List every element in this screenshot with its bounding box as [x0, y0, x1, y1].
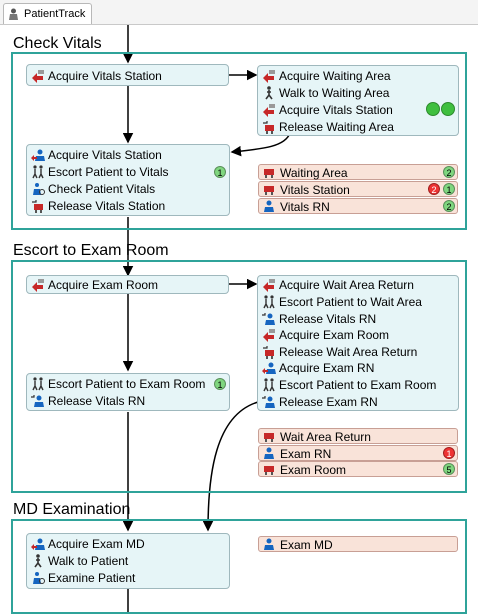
count-badge: 5	[443, 463, 455, 475]
section-title-md: MD Examination	[13, 501, 131, 518]
activity-item[interactable]: Release Vitals Station	[30, 198, 226, 214]
activity-item[interactable]: Acquire Exam RN	[261, 360, 455, 376]
escort-icon	[32, 165, 44, 179]
resource-exam-room[interactable]: Exam Room 5	[258, 461, 458, 477]
tab-label: PatientTrack	[24, 8, 86, 20]
count-badge: 1	[214, 166, 226, 178]
section-check-vitals[interactable]	[11, 52, 467, 230]
activity-item[interactable]: Walk to Patient	[30, 553, 226, 569]
token-dot	[426, 102, 440, 116]
section-title-escort: Escort to Exam Room	[13, 242, 169, 259]
activity-item[interactable]: Release Wait Area Return	[261, 344, 455, 360]
release-staff-icon	[31, 395, 44, 407]
process-icon	[33, 572, 45, 584]
acquire-resource-icon	[263, 329, 275, 342]
acquire-staff-icon	[31, 149, 45, 161]
process-icon	[33, 183, 45, 195]
location-icon	[264, 186, 274, 195]
resource-vitals-station[interactable]: Vitals Station 2 1	[258, 181, 458, 197]
acquire-resource-icon	[32, 279, 44, 292]
resource-vitals-rn[interactable]: Vitals RN 2	[258, 198, 458, 214]
escort-icon	[32, 377, 44, 391]
activity-group-cv1[interactable]: Acquire Vitals Station	[26, 64, 229, 86]
section-md[interactable]	[11, 519, 467, 614]
activity-item[interactable]: Release Vitals RN	[30, 393, 226, 409]
activity-item[interactable]: Acquire Exam MD	[30, 536, 226, 552]
walk-icon	[265, 86, 273, 100]
process-flow-canvas[interactable]: Check Vitals Acquire Vitals Station Acqu…	[0, 25, 478, 614]
staff-icon	[264, 447, 274, 459]
count-badge: 2	[443, 166, 455, 178]
activity-item[interactable]: Escort Patient to Exam Room	[30, 376, 226, 392]
location-icon	[264, 433, 274, 442]
activity-item[interactable]: Release Vitals RN	[261, 311, 455, 327]
activity-item[interactable]: Release Exam RN	[261, 394, 455, 410]
connectors-layer	[122, 25, 291, 614]
activity-item[interactable]: Examine Patient	[30, 570, 226, 586]
acquire-resource-icon	[32, 70, 44, 83]
release-resource-icon	[263, 346, 274, 359]
activity-item[interactable]: Acquire Vitals Station	[261, 102, 455, 118]
staff-icon	[264, 200, 274, 212]
activity-item[interactable]: Release Waiting Area	[261, 119, 455, 135]
activity-item[interactable]: Acquire Vitals Station	[30, 68, 225, 84]
staff-icon	[264, 538, 274, 550]
release-resource-icon	[263, 121, 274, 134]
activity-item[interactable]: Acquire Waiting Area	[261, 68, 455, 84]
acquire-resource-icon	[263, 70, 275, 83]
location-icon	[264, 169, 274, 178]
activity-item[interactable]: Walk to Waiting Area	[261, 85, 455, 101]
count-badge: 2	[428, 183, 440, 195]
acquire-resource-icon	[263, 104, 275, 117]
activity-item[interactable]: Check Patient Vitals	[30, 181, 226, 197]
acquire-staff-icon	[262, 362, 276, 374]
activity-group-md1[interactable]: Acquire Exam MD Walk to Patient Examine …	[26, 533, 230, 589]
activity-group-es3[interactable]: Escort Patient to Exam Room 1 Release Vi…	[26, 373, 230, 411]
token-dot	[441, 102, 455, 116]
tab-bar: PatientTrack	[0, 0, 478, 25]
section-escort[interactable]	[11, 260, 467, 493]
escort-icon	[263, 295, 275, 309]
resource-waiting-area[interactable]: Waiting Area 2	[258, 164, 458, 180]
count-badge: 2	[443, 200, 455, 212]
tab-patienttrack[interactable]: PatientTrack	[3, 3, 92, 24]
escort-icon	[263, 378, 275, 392]
activity-item[interactable]: Acquire Exam Room	[261, 327, 455, 343]
resource-exam-rn[interactable]: Exam RN 1	[258, 445, 458, 461]
count-badge: 1	[214, 378, 226, 390]
resource-exam-md[interactable]: Exam MD	[258, 536, 458, 552]
activity-item[interactable]: Escort Patient to Exam Room	[261, 377, 455, 393]
activity-item[interactable]: Acquire Wait Area Return	[261, 277, 455, 293]
activity-group-es2[interactable]: Acquire Wait Area Return Escort Patient …	[257, 275, 459, 411]
activity-item[interactable]: Escort Patient to Wait Area	[261, 294, 455, 310]
resource-wait-area-return[interactable]: Wait Area Return	[258, 428, 458, 444]
activity-item[interactable]: Escort Patient to Vitals	[30, 164, 226, 180]
process-flow-icon	[9, 8, 18, 20]
count-badge: 1	[443, 447, 455, 459]
release-resource-icon	[32, 200, 43, 213]
walk-icon	[34, 554, 42, 568]
activity-item[interactable]: Acquire Exam Room	[30, 277, 225, 293]
acquire-resource-icon	[263, 279, 275, 292]
acquire-staff-icon	[31, 538, 45, 550]
activity-group-es1[interactable]: Acquire Exam Room	[26, 275, 229, 294]
section-title-check-vitals: Check Vitals	[13, 35, 102, 52]
count-badge: 1	[443, 183, 455, 195]
activity-group-cv2[interactable]: Acquire Waiting Area Walk to Waiting Are…	[257, 65, 459, 136]
activity-group-cv3[interactable]: Acquire Vitals Station Escort Patient to…	[26, 144, 230, 216]
release-staff-icon	[262, 396, 275, 408]
release-staff-icon	[262, 313, 275, 325]
location-icon	[264, 466, 274, 475]
activity-item[interactable]: Acquire Vitals Station	[30, 147, 226, 163]
